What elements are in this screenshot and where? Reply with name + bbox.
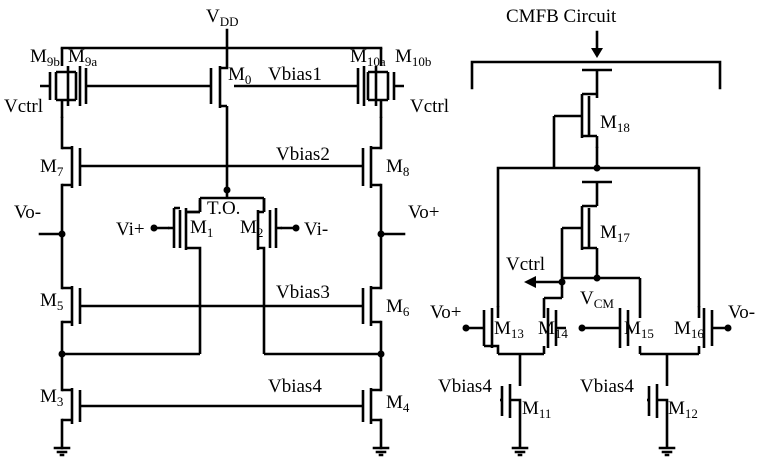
junction-dot (593, 164, 601, 172)
junction-dot (462, 324, 470, 332)
vbias3-label: Vbias3 (276, 282, 330, 303)
m10b-label: M10b (395, 46, 431, 69)
m6-label: M6 (386, 296, 410, 319)
transistor-m0 (209, 48, 229, 190)
junction-dot (377, 350, 385, 358)
vbias4-cmfb-left-label: Vbias4 (438, 376, 492, 397)
junction-dot (150, 224, 158, 232)
transistor-m10-pair (234, 48, 404, 118)
m0-label: M0 (228, 64, 251, 87)
vctrl-arrow-head-icon (524, 276, 536, 288)
vbias1-label: Vbias1 (268, 64, 322, 85)
vbias4-left-label: Vbias4 (268, 376, 322, 397)
ground-m11-icon (511, 446, 529, 457)
transistor-m12 (647, 372, 669, 448)
transistor-m5 (62, 286, 363, 326)
main-amplifier (38, 28, 406, 457)
cmfb-title: CMFB Circuit (506, 6, 617, 27)
ground-right-icon (372, 446, 390, 457)
cmfb-circuit (462, 30, 732, 457)
vo-plus-cmfb-label: Vo+ (430, 302, 462, 323)
m1-label: M1 (190, 217, 213, 240)
transistor-m3 (62, 388, 363, 424)
m12-label: M12 (668, 398, 698, 421)
cmfb-arrow-icon (591, 48, 603, 58)
m5-label: M5 (40, 290, 63, 313)
vbias4-cmfb-right-label: Vbias4 (580, 376, 634, 397)
transistor-m15-m16 (582, 278, 728, 372)
m11-label: M11 (522, 398, 551, 421)
junction-dot (578, 324, 586, 332)
m8-label: M8 (386, 156, 409, 179)
ground-m12-icon (658, 446, 676, 457)
vbias2-label: Vbias2 (276, 144, 330, 165)
vctrl-left-label: Vctrl (4, 96, 43, 117)
m14-label: M14 (538, 318, 568, 341)
transistor-m7 (62, 146, 232, 188)
m2-label: M2 (240, 217, 263, 240)
junction-dot (292, 224, 300, 232)
junction-dot (724, 324, 732, 332)
junction-dot (377, 230, 385, 238)
vcm-label: VCM (580, 288, 614, 311)
transistor-m4 (361, 388, 381, 424)
m15-label: M15 (624, 318, 654, 341)
ground-left-icon (53, 446, 71, 457)
transistor-m6 (361, 286, 381, 326)
m13-label: M13 (494, 318, 524, 341)
transistor-m11 (500, 372, 522, 448)
vo-plus-label: Vo+ (408, 202, 440, 223)
m16-label: M16 (674, 318, 704, 341)
junction-dot (558, 278, 566, 286)
transistor-m18 (552, 68, 612, 168)
labels: VDD CMFB Circuit M9b M9a M0 Vbias1 M10a … (4, 6, 755, 421)
vo-minus-label: Vo- (14, 202, 41, 223)
m17-label: M17 (600, 222, 630, 245)
transistor-m13-m14 (466, 296, 566, 372)
m9b-label: M9b (30, 46, 60, 69)
vdd-rail (60, 28, 383, 50)
vdd-label: VDD (206, 6, 239, 29)
junction-dot (58, 230, 66, 238)
transistor-m8 (232, 146, 381, 188)
transistor-m17 (560, 180, 640, 298)
vctrl-right-label: Vctrl (410, 96, 449, 117)
m10a-label: M10a (350, 46, 386, 69)
junction-dot (223, 186, 231, 194)
m4-label: M4 (386, 392, 410, 415)
junction-dot (58, 350, 66, 358)
to-label: T.O. (207, 198, 240, 219)
vctrl-cmfb-label: Vctrl (506, 254, 545, 275)
m18-label: M18 (600, 112, 630, 135)
m9a-label: M9a (68, 46, 97, 69)
vo-minus-cmfb-label: Vo- (728, 302, 755, 323)
input-pair (62, 190, 381, 356)
m7-label: M7 (40, 156, 64, 179)
transistor-m9-pair (40, 48, 209, 118)
junction-dot (593, 274, 601, 282)
m3-label: M3 (40, 386, 63, 409)
vi-minus-label: Vi- (304, 219, 328, 240)
vi-plus-label: Vi+ (116, 219, 145, 240)
